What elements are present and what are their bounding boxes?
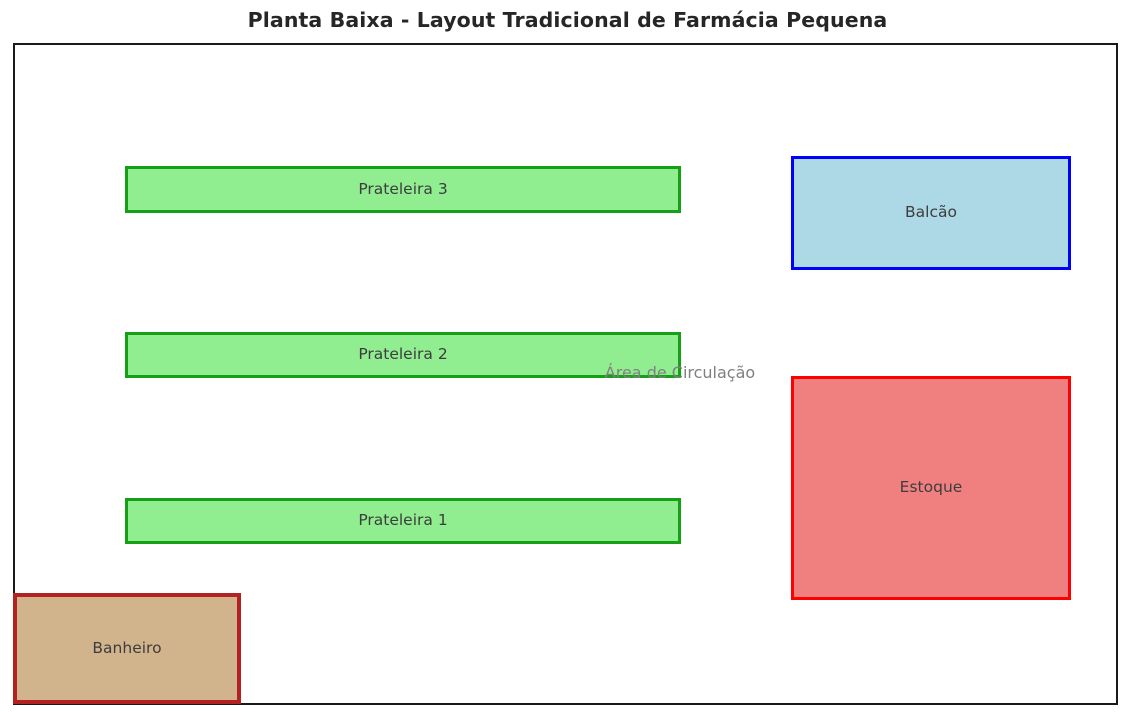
room-shelf-1[interactable]: Prateleira 1 xyxy=(125,498,681,544)
room-label-shelf-1: Prateleira 1 xyxy=(358,511,448,530)
room-label-restroom: Banheiro xyxy=(92,638,162,657)
room-label-shelf-3: Prateleira 3 xyxy=(358,179,448,198)
room-counter[interactable]: Balcão xyxy=(791,156,1071,270)
room-shelf-3[interactable]: Prateleira 3 xyxy=(125,166,681,213)
store-outline: Prateleira 3 Prateleira 2 Prateleira 1 B… xyxy=(13,43,1118,705)
room-label-counter: Balcão xyxy=(905,203,957,222)
room-label-stockroom: Estoque xyxy=(899,478,963,497)
page-title: Planta Baixa - Layout Tradicional de Far… xyxy=(247,8,888,32)
room-restroom[interactable]: Banheiro xyxy=(13,593,241,704)
room-label-shelf-2: Prateleira 2 xyxy=(358,345,448,364)
room-shelf-2[interactable]: Prateleira 2 xyxy=(125,332,681,378)
room-stockroom[interactable]: Estoque xyxy=(791,376,1071,600)
